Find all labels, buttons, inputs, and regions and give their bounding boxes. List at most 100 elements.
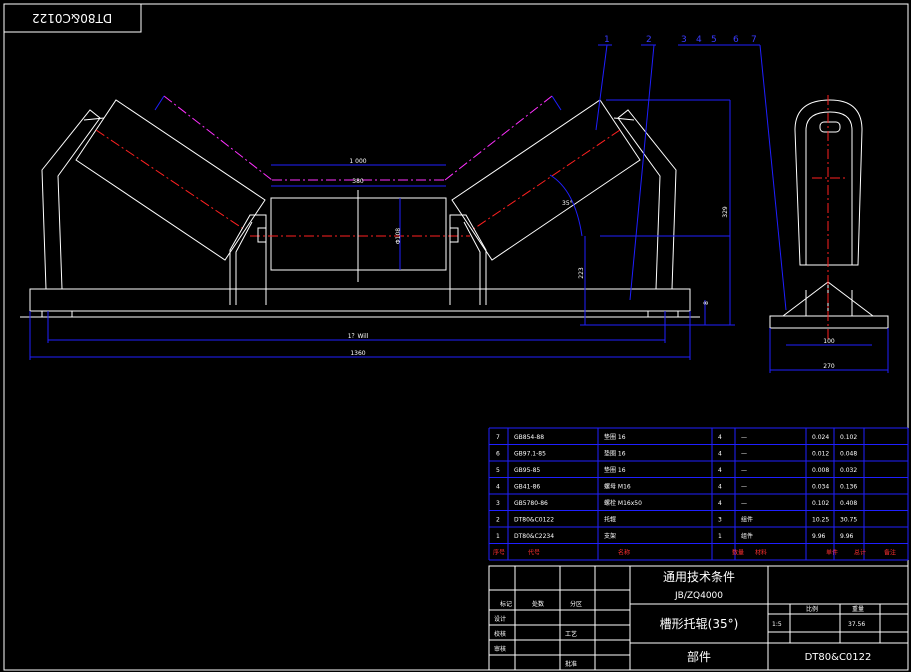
bom-cell-qty: 4: [718, 451, 722, 458]
right-support: [449, 214, 487, 305]
bom-cell-qty: 4: [718, 484, 722, 491]
bom-cell-qty: 3: [718, 517, 722, 524]
bom-cell-w1: 9.96: [812, 533, 826, 540]
bom-cell-no: 5: [496, 467, 500, 474]
bom-cell-no: 3: [496, 500, 500, 507]
bom-cell-name: 支架: [604, 532, 616, 540]
dim-roller-length: 1 000: [349, 158, 366, 165]
bom-cell-code: GB41-86: [514, 484, 540, 491]
dim-base-h: 8: [703, 301, 710, 305]
label-approve: 批准: [565, 660, 577, 668]
bom-cell-name: 螺栓 M16x50: [604, 499, 642, 507]
bom-cell-mat: —: [741, 484, 747, 491]
side-view: 100 270: [769, 95, 889, 373]
weight-value: 37.56: [848, 621, 865, 628]
scale-value: 1:5: [772, 621, 782, 628]
bom-cell-code: GB97.1-85: [514, 451, 546, 458]
bom-cell-w1: 0.034: [812, 484, 829, 491]
dim-middle-roller: 380: [352, 178, 364, 185]
side-roller-outline: [794, 99, 863, 266]
label-design: 设计: [494, 615, 506, 623]
drawing-code: DT80&C0122: [805, 652, 872, 663]
bom-cell-no: 4: [496, 484, 500, 491]
bom-header-w2: 总计: [854, 549, 866, 557]
front-view: 1 000 380 Φ108 35° 329 223 8 1？Will 1360…: [20, 35, 787, 360]
drawing-code-mirrored: DT80&C0122: [32, 11, 112, 25]
part-type: 部件: [687, 649, 711, 664]
bom-cell-w2: 0.102: [840, 434, 857, 441]
label-check: 校核: [494, 630, 506, 638]
bom-cell-w1: 0.024: [812, 434, 829, 441]
dim-angle: 35°: [562, 200, 573, 207]
right-roller: [451, 99, 641, 261]
bom-cell-code: GB95-85: [514, 467, 540, 474]
bom-cell-no: 7: [496, 434, 500, 441]
bom-cell-name: 垫圈 16: [604, 466, 626, 474]
left-roller: [75, 99, 266, 261]
sig-mark: 标记: [500, 600, 512, 608]
callout-3: 3: [681, 35, 687, 45]
bom-header-w1: 单件: [826, 549, 838, 557]
bom-cell-w2: 0.408: [840, 500, 857, 507]
bom-header-remark: 备注: [884, 549, 896, 557]
drawing-border: [3, 3, 909, 671]
base-bottom-right: [647, 310, 679, 318]
bom-cell-w2: 0.136: [840, 484, 857, 491]
std-code: JB/ZQ4000: [674, 591, 723, 601]
product-name: 槽形托辊(35°): [660, 617, 739, 631]
bom-cell-name: 托辊: [604, 516, 616, 524]
bom-cell-w1: 0.012: [812, 451, 829, 458]
right-bracket: [617, 109, 677, 290]
bom-header-qty: 数量: [732, 549, 744, 557]
weight-label: 重量: [852, 605, 864, 613]
side-base: [769, 315, 889, 329]
bom-cell-w2: 9.96: [840, 533, 854, 540]
bom-cell-w1: 10.25: [812, 517, 829, 524]
left-bracket: [41, 109, 101, 290]
base-bottom: [41, 310, 73, 318]
bom-cell-w1: 0.102: [812, 500, 829, 507]
left-support: [229, 214, 267, 305]
title-block: 标记 处数 分区 设计 校核 审核 工艺 批准 通用技术条件 JB/ZQ4000…: [488, 565, 909, 671]
bom-cell-mat: —: [741, 434, 747, 441]
bom-cell-mat: 组件: [741, 532, 753, 540]
sig-count: 处数: [532, 600, 544, 608]
bom-cell-mat: —: [741, 467, 747, 474]
bom-cell-mat: —: [741, 500, 747, 507]
callout-5: 5: [711, 35, 717, 45]
callout-6: 6: [733, 35, 739, 45]
bom-cell-qty: 4: [718, 500, 722, 507]
bom-cell-w1: 0.008: [812, 467, 829, 474]
dim-height-total: 329: [722, 206, 729, 218]
callout-7: 7: [751, 35, 757, 45]
dim-side-outer: 270: [823, 363, 835, 370]
sig-zone: 分区: [570, 600, 582, 608]
code-box-top-left: [3, 3, 142, 33]
bom-cell-mat: —: [741, 451, 747, 458]
bom-cell-no: 2: [496, 517, 500, 524]
dim-height-center: 223: [578, 267, 585, 279]
bom-cell-qty: 1: [718, 533, 722, 540]
label-review: 审核: [494, 645, 506, 653]
bom-cell-name: 垫圈 16: [604, 433, 626, 441]
bom-cell-code: GB854-88: [514, 434, 544, 441]
bom-cell-name: 螺母 M16: [604, 483, 631, 491]
bom-cell-qty: 4: [718, 434, 722, 441]
bom-header-no: 序号: [493, 549, 505, 557]
bom-header-name: 名称: [618, 549, 630, 557]
bom-cell-w2: 0.048: [840, 451, 857, 458]
callout-1: 1: [604, 35, 610, 45]
scale-label: 比例: [806, 605, 818, 613]
bom-cell-no: 1: [496, 533, 500, 540]
dim-overall-length: 1360: [350, 350, 365, 357]
callout-4: 4: [696, 35, 702, 45]
bom-cell-qty: 4: [718, 467, 722, 474]
dim-side-inner: 100: [823, 338, 835, 345]
bom-cell-w2: 30.75: [840, 517, 857, 524]
bom-cell-code: DT80&C0122: [514, 517, 554, 524]
label-process: 工艺: [565, 630, 577, 638]
bom-cell-code: DT80&C2234: [514, 533, 554, 540]
bom-header-mat: 材料: [755, 549, 767, 557]
